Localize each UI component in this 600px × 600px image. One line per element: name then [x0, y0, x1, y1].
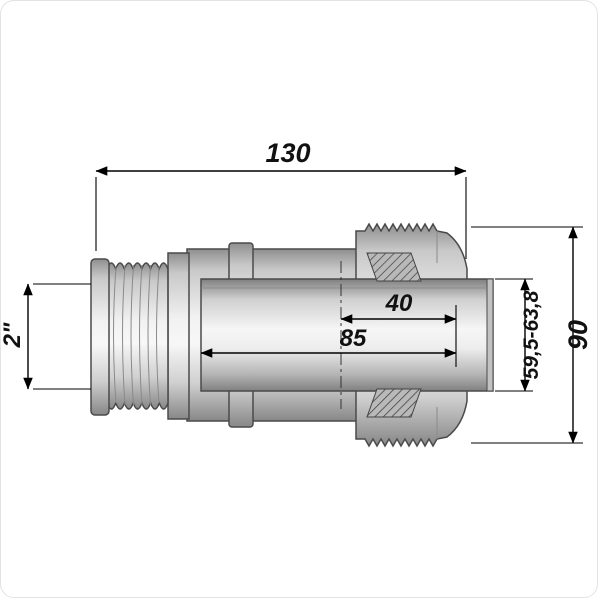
- collar: [167, 252, 190, 420]
- dimension-90: 90: [471, 226, 593, 444]
- thread-zone: [106, 262, 169, 410]
- thread-lines: [113, 264, 160, 406]
- pipe: [200, 278, 494, 392]
- dim-40-label: 40: [385, 290, 413, 317]
- clamp-wedge-bottom: [366, 388, 422, 418]
- clamp-wedge-top: [366, 252, 422, 282]
- dimension-40: 40: [340, 261, 457, 409]
- end-flange: [90, 258, 110, 416]
- dim-130-label: 130: [265, 138, 310, 168]
- dim-pipe-range-label: 59,5-63,8: [520, 290, 543, 379]
- pipe-end-face: [486, 278, 494, 392]
- dimension-pipe-range: 59,5-63,8: [495, 278, 543, 392]
- fitting: [90, 222, 494, 448]
- dim-2in-label: 2": [1, 322, 26, 348]
- dim-85-label: 85: [340, 325, 367, 352]
- dimension-2in: 2": [1, 283, 91, 390]
- dimension-85: 85: [200, 325, 457, 358]
- dim-90-label: 90: [563, 320, 593, 350]
- dimension-130: 130: [95, 138, 467, 259]
